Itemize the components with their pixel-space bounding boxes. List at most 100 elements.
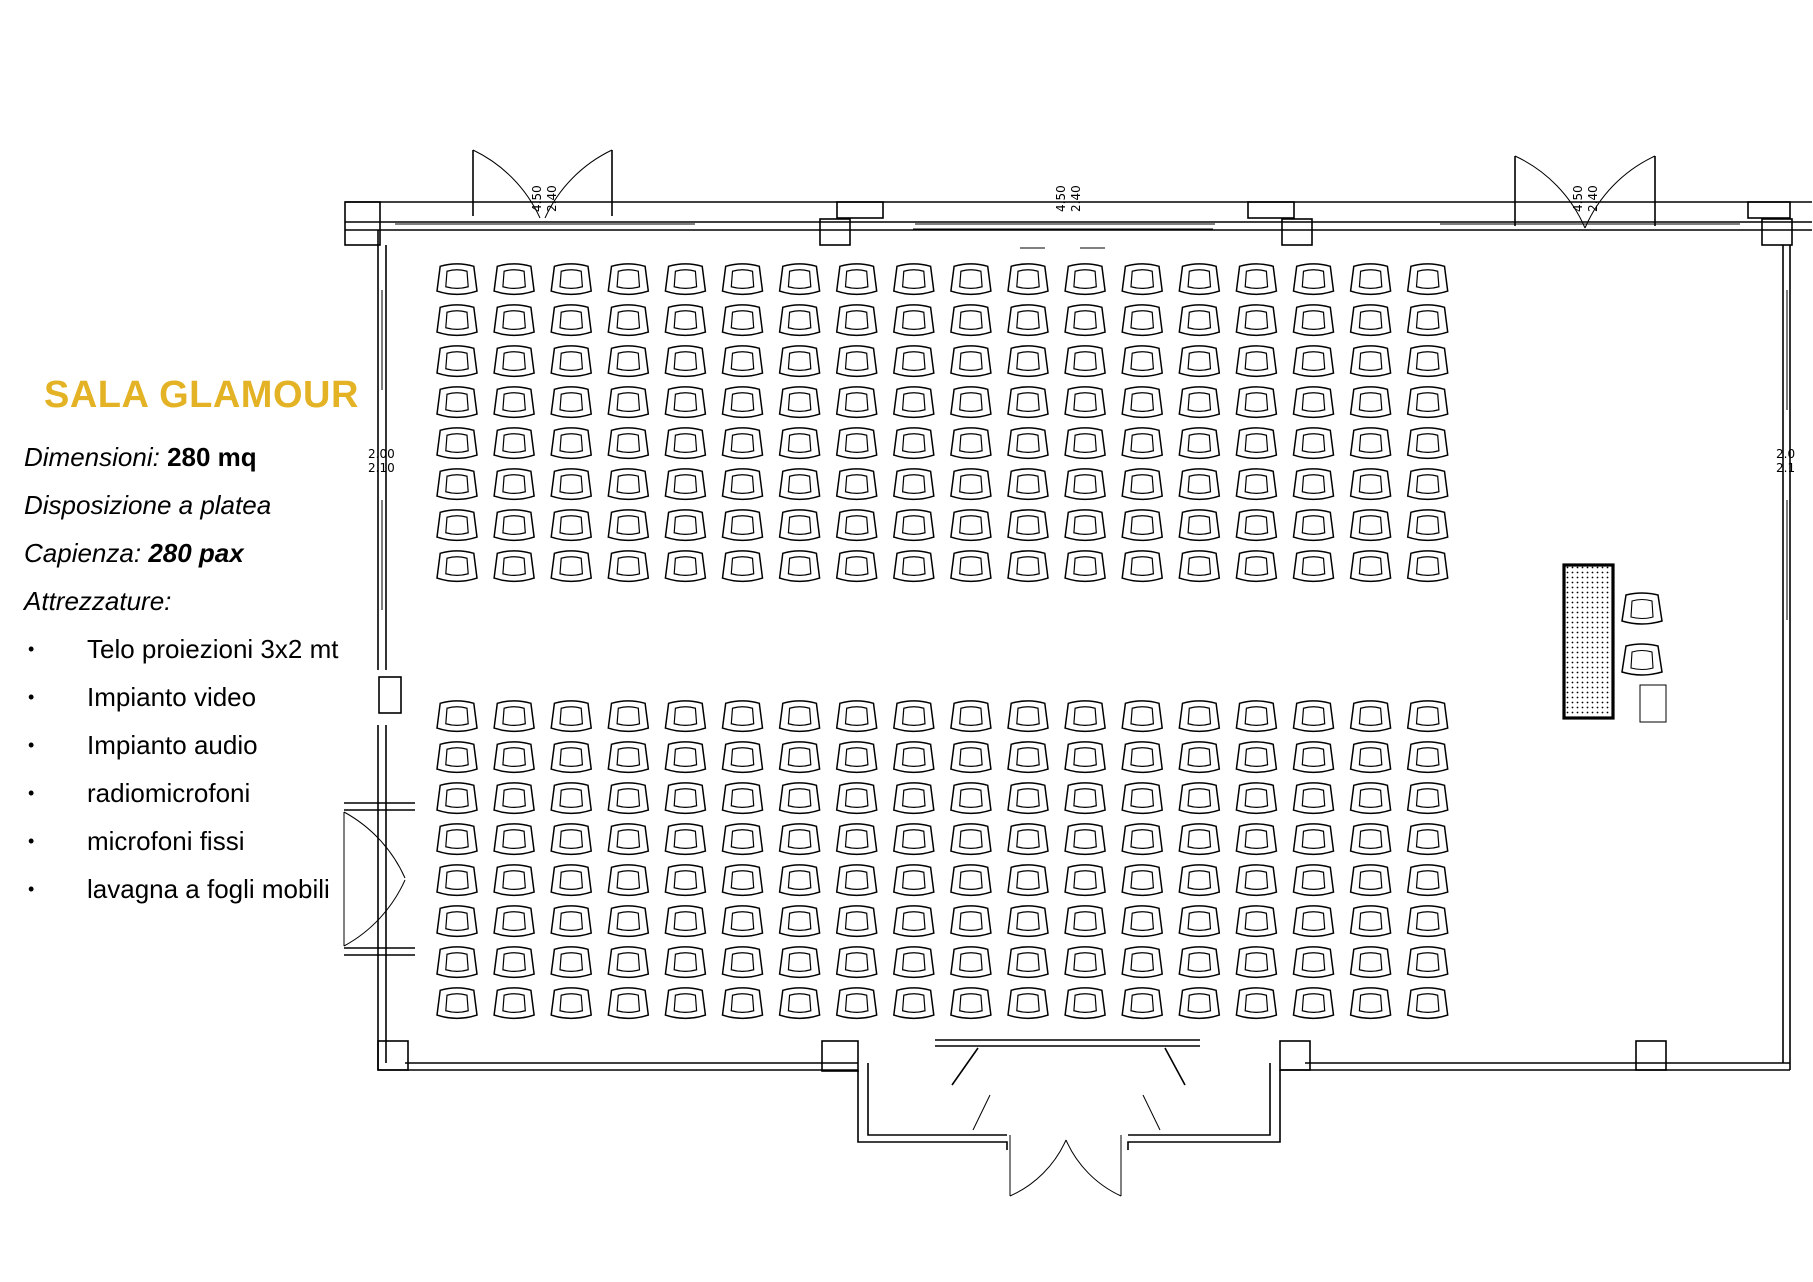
chair xyxy=(892,550,935,583)
chair xyxy=(1349,823,1392,856)
chair xyxy=(1064,741,1106,774)
chair xyxy=(607,700,650,733)
chair xyxy=(1349,864,1392,897)
chair xyxy=(778,823,821,856)
chair xyxy=(607,823,650,856)
chair xyxy=(1178,782,1221,815)
chair xyxy=(835,741,878,774)
chair xyxy=(1406,741,1449,774)
chair xyxy=(1292,864,1335,897)
layout-label: Disposizione a platea xyxy=(24,490,272,520)
chair xyxy=(892,987,935,1020)
chair xyxy=(721,550,764,583)
chair xyxy=(892,427,935,460)
chair xyxy=(1406,386,1449,419)
chair xyxy=(1064,700,1106,733)
chair xyxy=(1178,987,1221,1020)
chair xyxy=(1007,741,1049,774)
chair xyxy=(1292,468,1335,501)
equipment-item: •radiomicrofoni xyxy=(24,769,364,817)
chair xyxy=(1406,509,1449,542)
chair xyxy=(892,741,935,774)
bullet-icon: • xyxy=(28,831,35,851)
chair xyxy=(493,741,535,774)
chair xyxy=(436,864,478,897)
chair xyxy=(1406,823,1449,856)
chair xyxy=(721,304,764,337)
bullet-icon: • xyxy=(28,735,35,755)
chair xyxy=(607,782,650,815)
chair xyxy=(493,386,535,419)
chair xyxy=(721,509,764,542)
chair xyxy=(664,987,707,1020)
chair xyxy=(721,823,764,856)
chair xyxy=(1406,304,1449,337)
chair xyxy=(1349,700,1392,733)
chair xyxy=(1349,946,1392,979)
chair xyxy=(607,427,650,460)
dim-door-b-h: 2.40 xyxy=(1069,185,1083,212)
chair xyxy=(721,946,764,979)
chair xyxy=(1349,509,1392,542)
chair xyxy=(1064,263,1106,296)
chair xyxy=(1235,782,1278,815)
chair xyxy=(950,263,992,296)
chair xyxy=(835,700,878,733)
chair xyxy=(436,700,478,733)
chair xyxy=(550,905,593,938)
chair xyxy=(1178,345,1221,378)
chair xyxy=(1349,468,1392,501)
chair xyxy=(1292,823,1335,856)
chair xyxy=(1349,263,1392,296)
dimension-labels: 4.50 2.40 4.50 2.40 4.50 2.40 2.00 2.10 … xyxy=(368,185,1795,475)
chair xyxy=(1235,987,1278,1020)
chair xyxy=(436,468,478,501)
chair xyxy=(1235,427,1278,460)
chair xyxy=(778,864,821,897)
chair xyxy=(1007,304,1049,337)
chair xyxy=(1064,345,1106,378)
chair xyxy=(436,304,478,337)
dim-window-right-h: 2.1 xyxy=(1776,461,1795,475)
chair xyxy=(1235,905,1278,938)
dim-window-left-w: 2.00 xyxy=(368,447,395,461)
chair xyxy=(1007,782,1049,815)
chair xyxy=(835,905,878,938)
chair xyxy=(1178,427,1221,460)
chair xyxy=(1406,946,1449,979)
dimensions-value: 280 mq xyxy=(167,442,257,472)
chair xyxy=(1121,345,1164,378)
chair xyxy=(1178,509,1221,542)
chair xyxy=(1349,386,1392,419)
chair xyxy=(778,386,821,419)
chair xyxy=(1292,263,1335,296)
chair xyxy=(664,263,707,296)
chair xyxy=(664,782,707,815)
chair xyxy=(1121,823,1164,856)
chair xyxy=(1292,700,1335,733)
chair xyxy=(1178,741,1221,774)
chair xyxy=(950,550,992,583)
chair xyxy=(493,345,535,378)
chair xyxy=(607,946,650,979)
chair xyxy=(436,741,478,774)
chair xyxy=(892,905,935,938)
chair xyxy=(436,782,478,815)
chair xyxy=(950,987,992,1020)
room-info-panel: SALA GLAMOUR Dimensioni: 280 mq Disposiz… xyxy=(24,374,364,913)
chair xyxy=(892,782,935,815)
chair xyxy=(721,386,764,419)
chair xyxy=(607,468,650,501)
layout-line: Disposizione a platea xyxy=(24,481,364,529)
head-chair xyxy=(1621,643,1663,676)
chair xyxy=(778,700,821,733)
chair xyxy=(1064,946,1106,979)
chair xyxy=(1349,987,1392,1020)
chair xyxy=(607,550,650,583)
chair xyxy=(493,987,535,1020)
chair xyxy=(664,700,707,733)
chair xyxy=(1235,550,1278,583)
chair xyxy=(950,905,992,938)
chair xyxy=(1007,905,1049,938)
chair xyxy=(607,987,650,1020)
